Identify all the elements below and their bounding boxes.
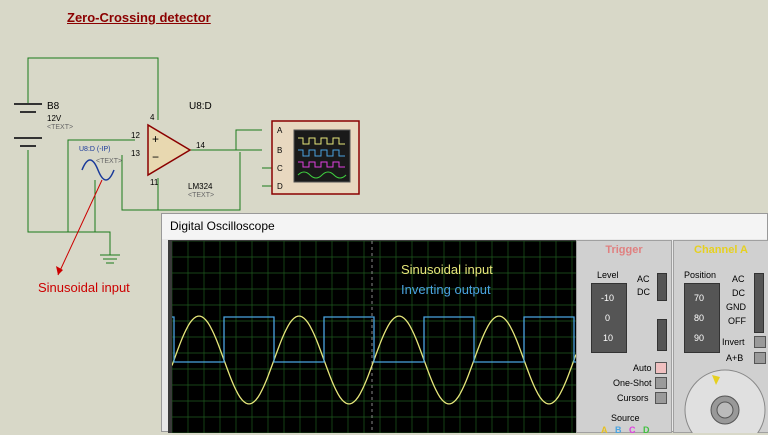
invert-button[interactable] — [754, 336, 766, 348]
level-knob[interactable] — [591, 283, 627, 353]
pin-14: 14 — [196, 141, 205, 150]
channel-a-header: Channel A — [694, 244, 748, 256]
channel-gnd-label: GND — [726, 302, 746, 312]
opamp-text: <TEXT> — [188, 192, 215, 199]
volts-div-dial[interactable] — [682, 365, 768, 433]
pin-4: 4 — [150, 113, 155, 122]
source-a[interactable]: A — [601, 425, 608, 435]
opamp-name: U8:D — [189, 101, 212, 112]
scope-screen — [172, 241, 576, 433]
cursors-button[interactable] — [655, 392, 667, 404]
source-b[interactable]: B — [615, 425, 622, 435]
pin-12: 12 — [131, 131, 140, 140]
source-text: <TEXT> — [96, 158, 123, 165]
position-knob[interactable] — [684, 283, 720, 353]
invert-label: Invert — [722, 337, 745, 347]
auto-button[interactable] — [655, 362, 667, 374]
position-scale-top: 70 — [694, 293, 705, 303]
level-scale-top: -10 — [601, 293, 615, 303]
source-name: U8:D (-IP) — [79, 146, 111, 153]
channel-ac-label: AC — [732, 274, 745, 284]
pin-11: 11 — [150, 178, 159, 187]
level-label: Level — [597, 270, 619, 280]
level-scale-mid: 0 — [605, 313, 611, 323]
channel-coupling-switch[interactable] — [754, 273, 764, 333]
battery-name: B8 — [47, 101, 60, 112]
scope-pin-b: B — [277, 146, 283, 155]
scope-pin-a: A — [277, 126, 283, 135]
legend-sinusoidal-input: Sinusoidal input — [401, 262, 493, 277]
channel-dc-label: DC — [732, 288, 745, 298]
battery-value: 12V — [47, 114, 62, 123]
oscilloscope-window: Digital Oscilloscope Sinusoidal input In… — [161, 213, 768, 435]
source-c[interactable]: C — [629, 425, 636, 435]
auto-label: Auto — [633, 363, 652, 373]
channel-off-label: OFF — [728, 316, 746, 326]
channel-a-panel: Channel A Position 70 80 90 AC DC GND OF… — [673, 240, 768, 433]
trigger-coupling-switch[interactable] — [657, 273, 667, 301]
sinusoidal-input-annotation: Sinusoidal input — [38, 280, 130, 295]
page-title: Zero-Crossing detector — [67, 10, 211, 25]
trigger-dc-label: DC — [637, 287, 650, 297]
source-d[interactable]: D — [643, 425, 650, 435]
scope-pin-c: C — [277, 164, 283, 173]
opamp-model: LM324 — [188, 182, 213, 191]
a-plus-b-button[interactable] — [754, 352, 766, 364]
trigger-ac-label: AC — [637, 274, 650, 284]
position-label: Position — [684, 270, 717, 280]
opamp-symbol — [147, 123, 192, 177]
legend-inverting-output: Inverting output — [401, 282, 491, 297]
level-scale-bot: 10 — [603, 333, 614, 343]
one-shot-label: One-Shot — [613, 378, 652, 388]
a-plus-b-label: A+B — [726, 353, 744, 363]
position-scale-mid: 80 — [694, 313, 705, 323]
trigger-header: Trigger — [605, 244, 643, 256]
position-scale-bot: 90 — [694, 333, 705, 343]
svg-text:+: + — [152, 132, 159, 146]
trigger-edge-switch[interactable] — [657, 319, 667, 351]
pin-13: 13 — [131, 149, 140, 158]
source-label: Source — [611, 413, 640, 423]
inverting-output-trace — [172, 316, 576, 363]
oscilloscope-title: Digital Oscilloscope — [162, 214, 767, 239]
scope-pin-d: D — [277, 182, 283, 191]
one-shot-button[interactable] — [655, 377, 667, 389]
cursors-label: Cursors — [617, 393, 649, 403]
trigger-panel: Trigger Level -10 0 10 AC DC Auto One-Sh… — [576, 240, 672, 435]
svg-text:−: − — [152, 150, 159, 164]
battery-text: <TEXT> — [47, 124, 74, 131]
